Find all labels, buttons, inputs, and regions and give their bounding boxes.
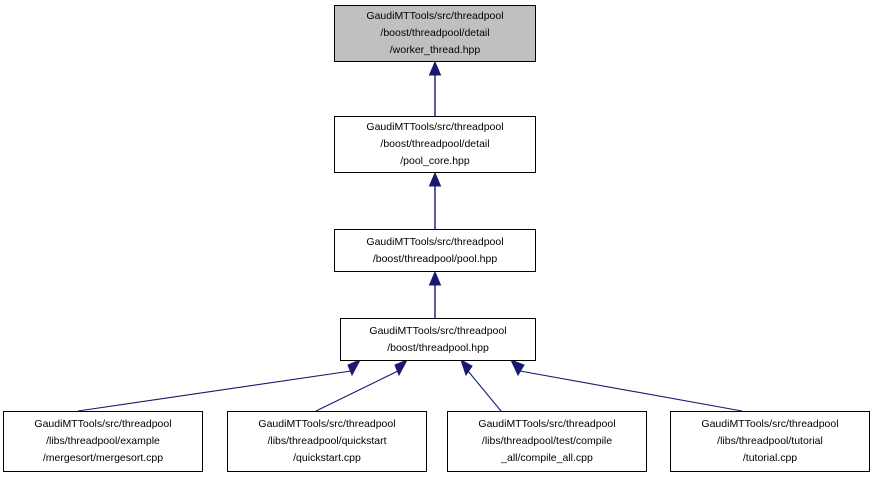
node-pool-core-hpp[interactable]: GaudiMTTools/src/threadpool /boost/threa… <box>334 116 536 173</box>
node-threadpool-hpp[interactable]: GaudiMTTools/src/threadpool /boost/threa… <box>340 318 536 361</box>
node-line: GaudiMTTools/src/threadpool <box>701 418 839 430</box>
node-pool-hpp[interactable]: GaudiMTTools/src/threadpool /boost/threa… <box>334 229 536 272</box>
node-line: /boost/threadpool/pool.hpp <box>372 252 498 265</box>
edge-pool-to-pool-core <box>428 171 442 229</box>
node-line: GaudiMTTools/src/threadpool <box>258 418 396 430</box>
node-line: /boost/threadpool/detail <box>380 27 490 39</box>
node-line: /libs/threadpool/test/compile <box>481 435 613 447</box>
node-line: GaudiMTTools/src/threadpool <box>366 235 504 248</box>
node-line: /mergesort/mergesort.cpp <box>42 452 164 464</box>
node-line: /libs/threadpool/tutorial <box>717 435 823 447</box>
node-line: GaudiMTTools/src/threadpool <box>34 418 172 430</box>
node-line: /boost/threadpool/detail <box>380 138 490 150</box>
node-line: /quickstart.cpp <box>293 452 361 464</box>
node-line: /pool_core.hpp <box>400 155 470 167</box>
edge-threadpool-to-pool <box>428 270 442 318</box>
node-line: /libs/threadpool/quickstart <box>267 435 387 447</box>
node-line: GaudiMTTools/src/threadpool <box>366 10 504 22</box>
edge-tutorial-to-threadpool <box>510 359 743 412</box>
node-line: _all/compile_all.cpp <box>501 452 593 464</box>
node-mergesort-cpp[interactable]: GaudiMTTools/src/threadpool /libs/thread… <box>3 411 203 472</box>
node-line: /boost/threadpool.hpp <box>387 341 489 354</box>
node-line: /tutorial.cpp <box>742 452 798 464</box>
edge-pool-core-to-worker-thread <box>428 60 442 116</box>
node-worker-thread-hpp[interactable]: GaudiMTTools/src/threadpool /boost/threa… <box>334 5 536 62</box>
node-line: GaudiMTTools/src/threadpool <box>478 418 616 430</box>
node-line: GaudiMTTools/src/threadpool <box>366 121 504 133</box>
node-line: GaudiMTTools/src/threadpool <box>369 324 507 337</box>
edge-mergesort-to-threadpool <box>77 359 362 412</box>
node-line: /libs/threadpool/example <box>46 435 160 447</box>
edge-compile-all-to-threadpool <box>460 358 502 412</box>
node-compile-all-cpp[interactable]: GaudiMTTools/src/threadpool /libs/thread… <box>447 411 647 472</box>
node-line: /worker_thread.hpp <box>389 44 481 56</box>
node-quickstart-cpp[interactable]: GaudiMTTools/src/threadpool /libs/thread… <box>227 411 427 472</box>
node-tutorial-cpp[interactable]: GaudiMTTools/src/threadpool /libs/thread… <box>670 411 870 472</box>
edge-quickstart-to-threadpool <box>315 359 409 412</box>
